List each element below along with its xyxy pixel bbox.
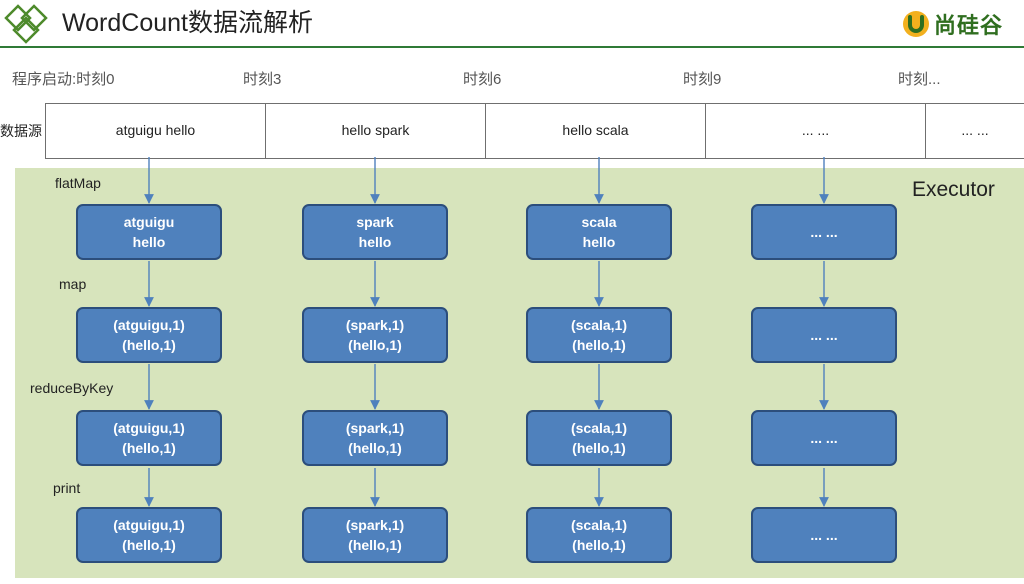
print-box: (atguigu,1)(hello,1) [76,507,222,563]
op-label-reducebykey: reduceByKey [30,380,114,396]
reducebykey-box: (spark,1)(hello,1) [302,410,448,466]
flatmap-box: ... ... [751,204,897,260]
source-cell: hello spark [341,122,410,138]
map-box: (scala,1)(hello,1) [526,307,672,363]
source-cell: atguigu hello [115,122,196,138]
source-divider [705,103,706,158]
source-cell: hello scala [562,122,629,138]
map-box: (spark,1)(hello,1) [302,307,448,363]
source-cell: ... ... [801,122,830,138]
op-label-print: print [53,480,81,496]
source-divider [45,103,46,158]
time-label-1: 时刻3 [243,71,282,88]
brand-u-icon [903,11,929,37]
reducebykey-box: (atguigu,1)(hello,1) [76,410,222,466]
data-source-row [45,103,1024,159]
reducebykey-box: (scala,1)(hello,1) [526,410,672,466]
print-box: (scala,1)(hello,1) [526,507,672,563]
time-label-4: 时刻... [898,71,941,88]
map-box: (atguigu,1)(hello,1) [76,307,222,363]
source-divider [485,103,486,158]
time-label-0: 程序启动:时刻0 [12,71,115,88]
op-label-flatmap: flatMap [55,175,101,191]
brand-name: 尚硅谷 [934,13,1004,38]
op-label-map: map [59,276,87,292]
page-title: WordCount数据流解析 [62,9,313,37]
data-source-label: 数据源 [0,123,42,139]
diamond-logo-icon [4,4,48,44]
source-divider [265,103,266,158]
map-box: ... ... [751,307,897,363]
brand-logo: 尚硅谷 [902,8,1003,40]
time-label-3: 时刻9 [683,71,722,88]
print-box: (spark,1)(hello,1) [302,507,448,563]
reducebykey-box: ... ... [751,410,897,466]
source-cell: ... ... [961,122,989,138]
source-divider [925,103,926,158]
header-divider [0,46,1024,48]
print-box: ... ... [751,507,897,563]
executor-label: Executor [912,178,995,201]
time-label-2: 时刻6 [463,71,502,88]
